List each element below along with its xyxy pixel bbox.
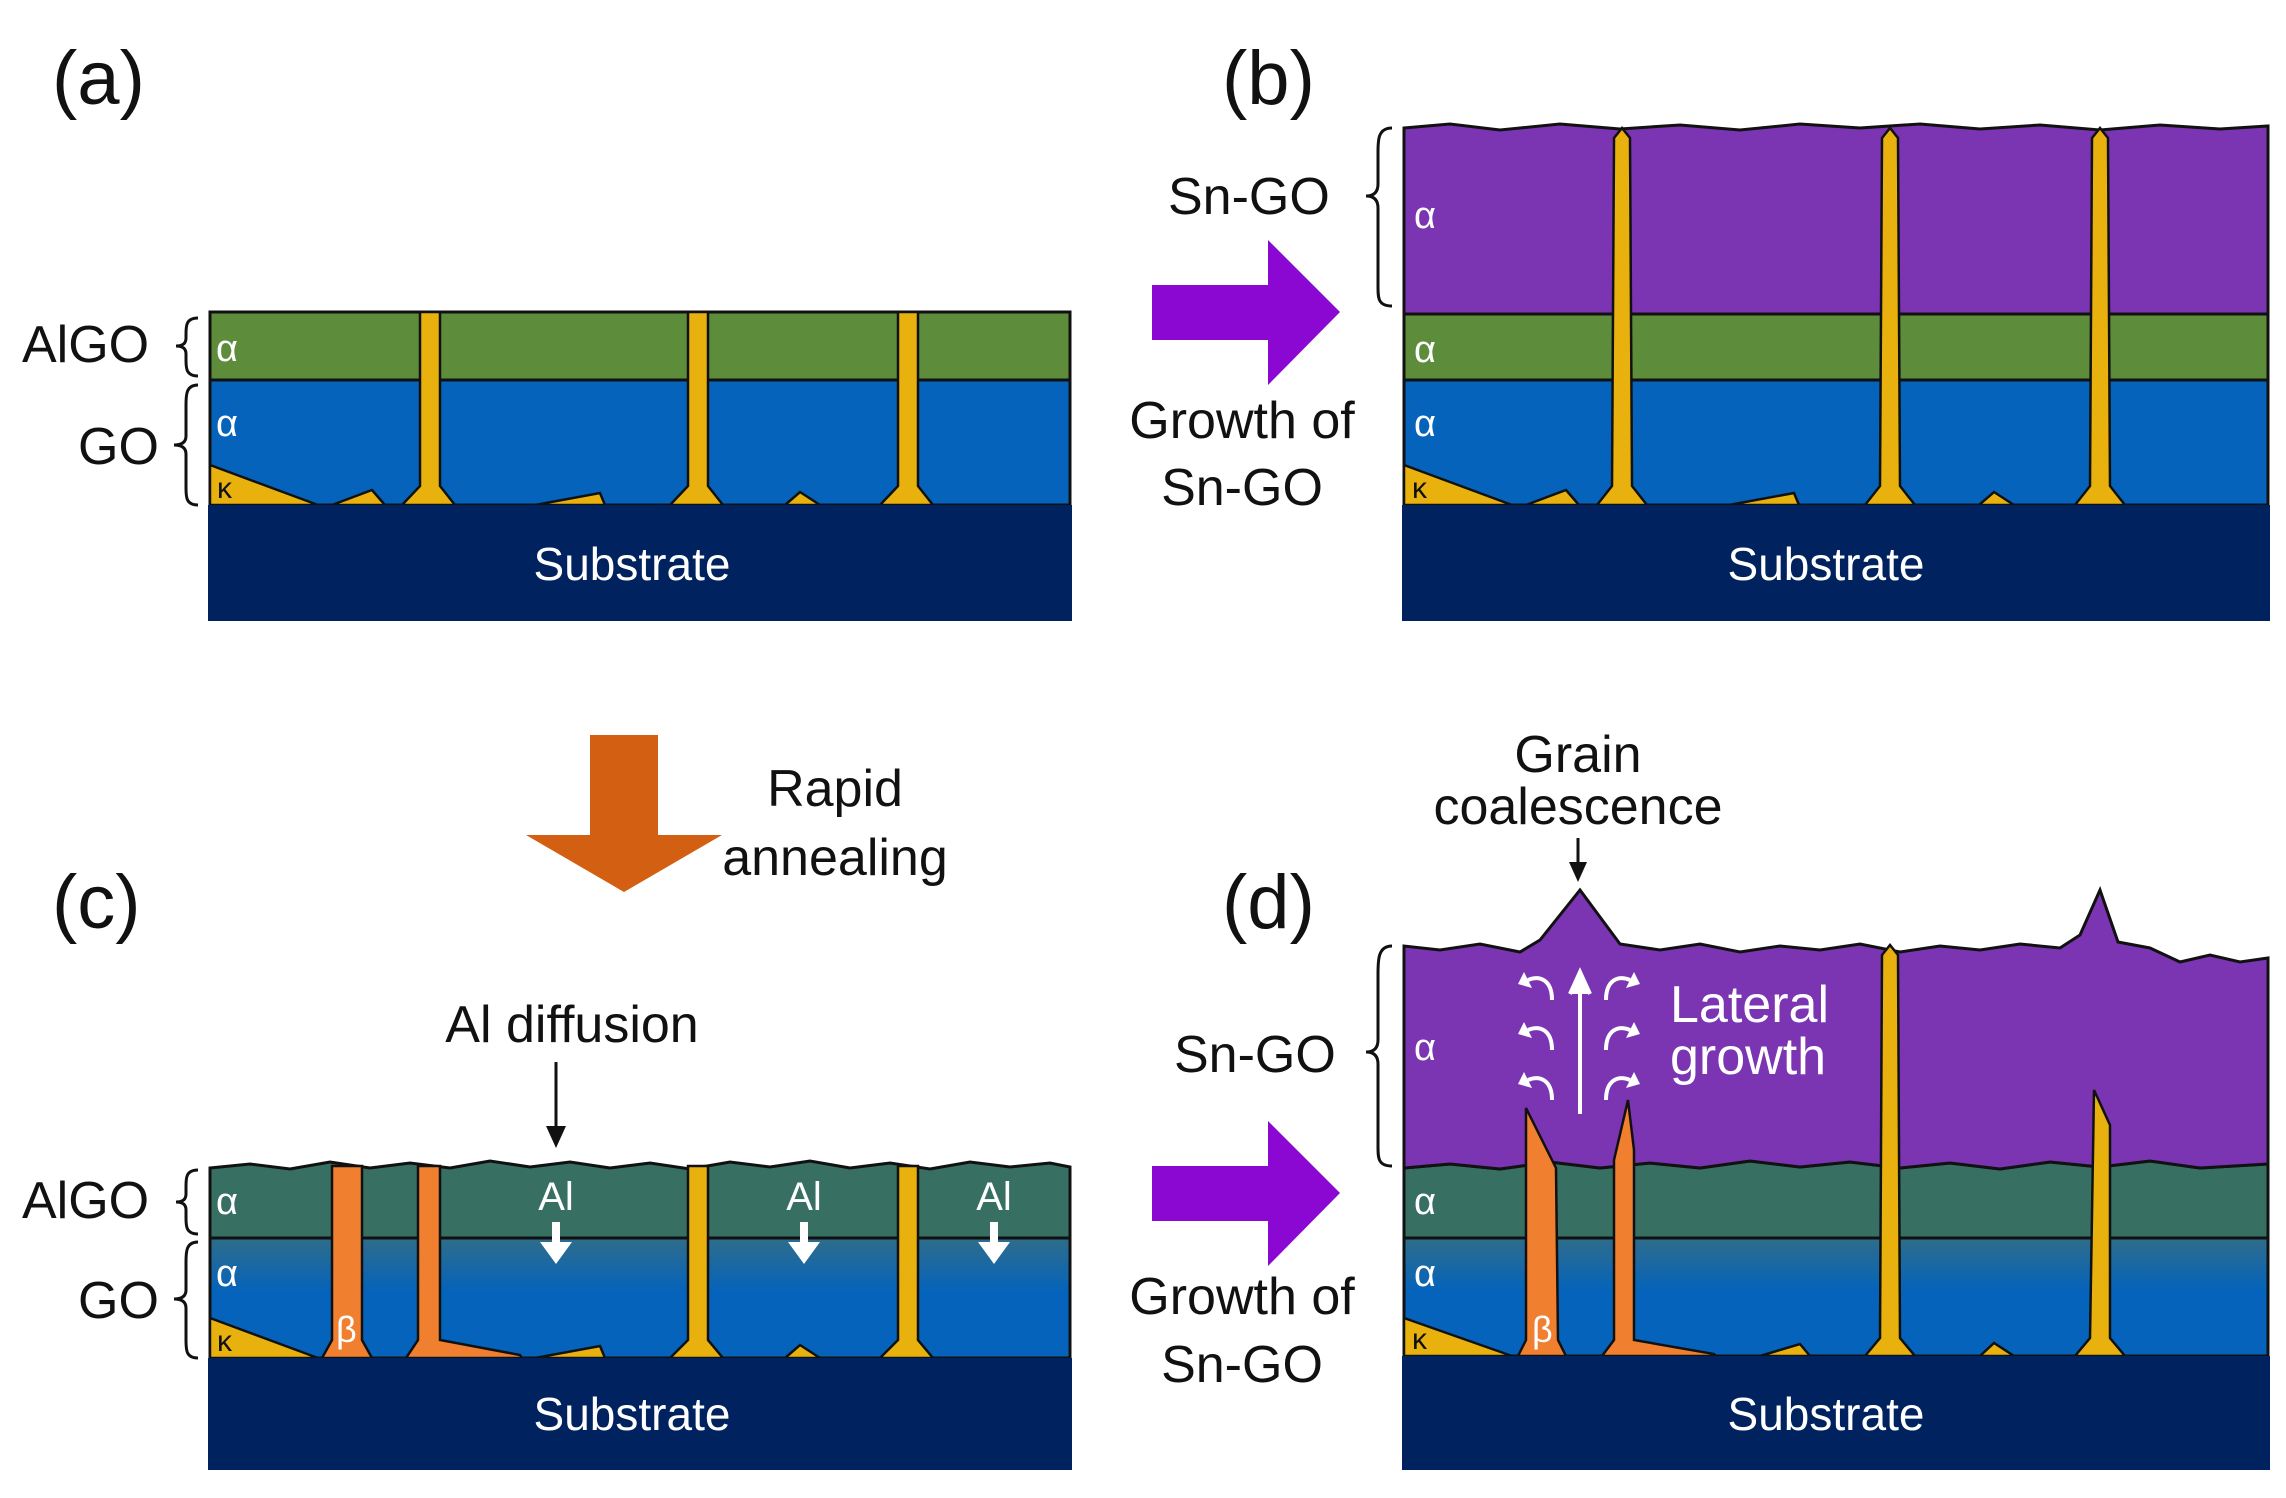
growth-label: Growth of <box>1129 1268 1355 1326</box>
go-layer <box>208 378 1072 507</box>
sngo-side-label: Sn-GO <box>1168 168 1330 226</box>
kappa-label: κ <box>217 472 233 505</box>
panel-a: (a) Substrate α α κ AlGO GO <box>22 36 1072 621</box>
algo-layer <box>208 310 1072 382</box>
brace <box>175 1168 199 1236</box>
panel-b: (b) Substrate α α α κ Sn-GO <box>1168 36 2270 621</box>
alpha-label: α <box>1414 403 1436 445</box>
al-down-arrow <box>978 1222 1010 1264</box>
substrate-label: Substrate <box>1728 1388 1925 1440</box>
alpha-label: α <box>1414 1253 1436 1295</box>
substrate <box>208 505 1072 621</box>
substrate-label: Substrate <box>534 1388 731 1440</box>
al-diffusion-label: Al diffusion <box>445 996 698 1054</box>
anneal-label: Rapid <box>767 760 903 818</box>
go-side-label: GO <box>78 418 159 476</box>
kappa-column <box>1594 125 1650 507</box>
kappa-column <box>1862 125 1918 507</box>
brace <box>175 316 199 378</box>
substrate-label: Substrate <box>534 538 731 590</box>
growth-arrow <box>1152 1121 1340 1266</box>
substrate <box>1402 1356 2270 1470</box>
sngo-layer <box>1402 122 2270 316</box>
go-layer <box>1402 378 2270 507</box>
anneal-arrow-ac: Rapid annealing <box>526 735 948 892</box>
lateral-growth-arrows <box>1527 967 1631 1114</box>
lateral-arrow-heads <box>1518 972 1640 1088</box>
algo-layer <box>1402 312 2270 382</box>
kappa-label: κ <box>217 1325 233 1358</box>
growth-arrow-cd: Growth of Sn-GO <box>1129 1121 1355 1394</box>
al-label: Al <box>538 1175 574 1219</box>
lateral-growth-label: Lateral <box>1670 976 1829 1034</box>
al-down-arrow <box>540 1222 572 1264</box>
alpha-label: α <box>1414 329 1436 371</box>
beta-column <box>403 1164 525 1360</box>
beta-label: β <box>336 1309 357 1350</box>
brace <box>173 1240 199 1360</box>
substrate-label: Substrate <box>1728 538 1925 590</box>
anneal-label: annealing <box>722 829 948 887</box>
growth-label: Growth of <box>1129 392 1355 450</box>
kappa-label: κ <box>1412 1323 1428 1356</box>
alpha-label: α <box>216 1181 238 1223</box>
sngo-layer-coalesced <box>1402 885 2270 1171</box>
brace <box>1365 944 1393 1168</box>
alpha-label: α <box>1414 1181 1436 1223</box>
algo-side-label: AlGO <box>22 316 149 374</box>
lateral-growth-label: growth <box>1670 1028 1826 1086</box>
kappa-column <box>2072 125 2128 507</box>
al-label: Al <box>786 1175 822 1219</box>
alpha-label: α <box>216 328 238 370</box>
coalescence-label: coalescence <box>1433 778 1722 836</box>
panel-a-label: (a) <box>52 36 145 121</box>
alpha-label: α <box>216 1253 238 1295</box>
al-down-arrow <box>788 1222 820 1264</box>
panel-b-label: (b) <box>1222 36 1315 121</box>
alpha-label: α <box>216 403 238 445</box>
growth-label: Sn-GO <box>1161 1336 1323 1394</box>
al-label: Al <box>976 1175 1012 1219</box>
substrate <box>208 1358 1072 1470</box>
kappa-label: κ <box>1412 472 1428 505</box>
go-side-label: GO <box>78 1272 159 1330</box>
anneal-arrow <box>526 735 722 892</box>
beta-label: β <box>1532 1309 1553 1350</box>
panel-d-label: (d) <box>1222 860 1315 945</box>
kappa-column <box>1862 942 1918 1358</box>
brace <box>173 383 199 507</box>
panel-c-label: (c) <box>52 860 141 945</box>
alpha-label: α <box>1414 1027 1436 1069</box>
panel-d: (d) Substrate α α α κ β Sn-GO Grain coal… <box>1174 726 2270 1470</box>
sngo-side-label: Sn-GO <box>1174 1026 1336 1084</box>
brace <box>1365 126 1393 308</box>
coalescence-label: Grain <box>1514 726 1641 784</box>
algo-side-label: AlGO <box>22 1172 149 1230</box>
growth-arrow <box>1152 240 1340 385</box>
pointer-arrow-head <box>1569 862 1587 882</box>
pointer-arrow-head <box>546 1126 566 1148</box>
panel-c: (c) Substrate α α κ β AlGO GO Al diffusi… <box>22 860 1072 1470</box>
growth-arrow-ab: Growth of Sn-GO <box>1129 240 1355 517</box>
growth-label: Sn-GO <box>1161 459 1323 517</box>
alpha-label: α <box>1414 195 1436 237</box>
substrate <box>1402 505 2270 621</box>
